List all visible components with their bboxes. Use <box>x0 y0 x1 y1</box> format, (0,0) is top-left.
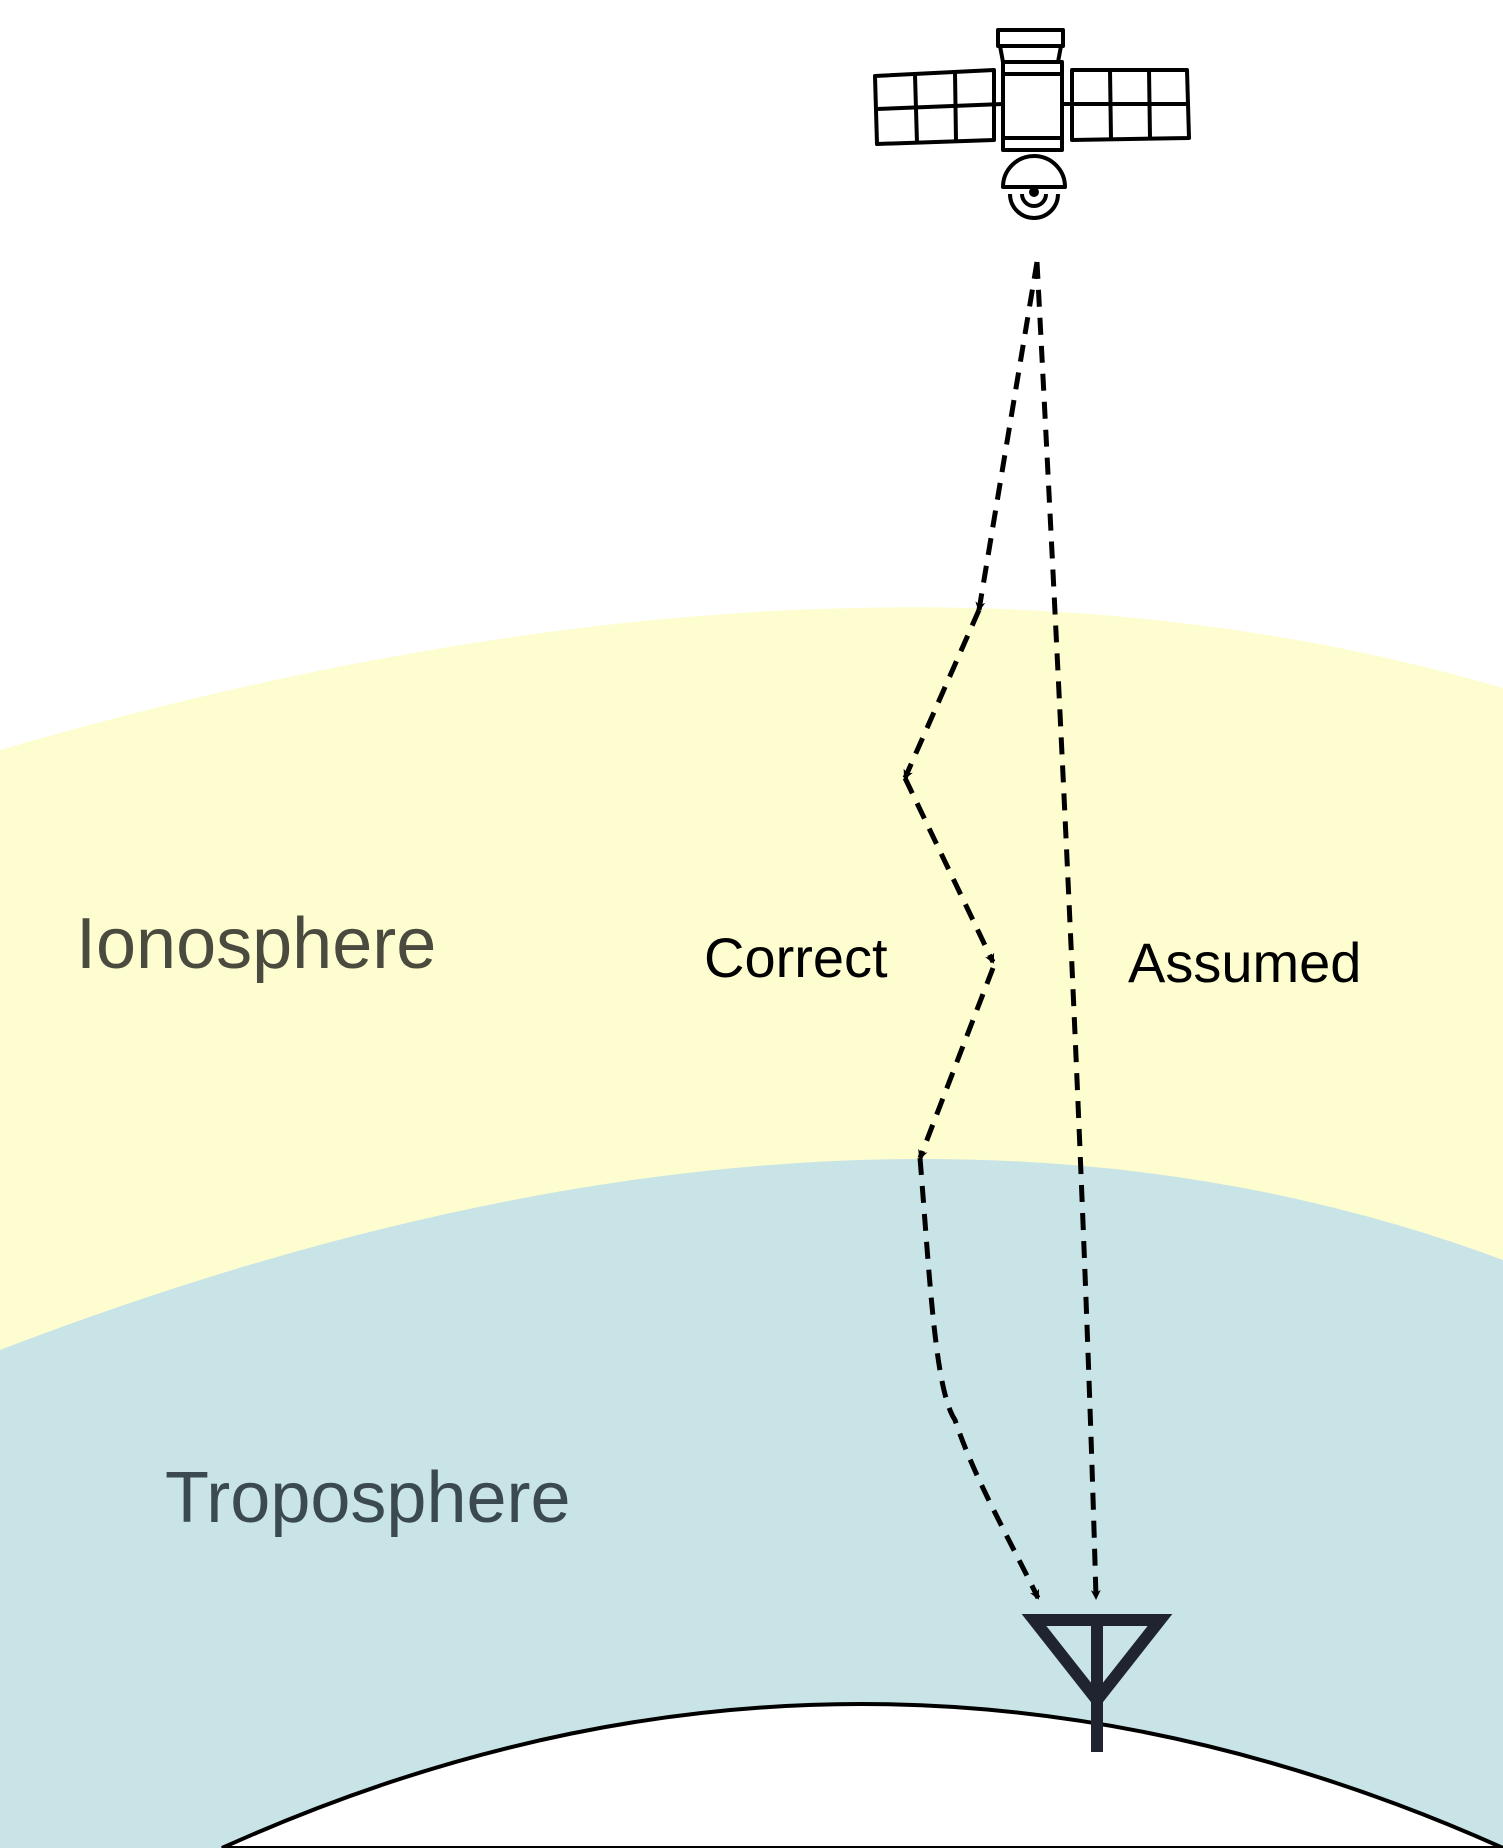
correct-path-segment-2 <box>902 608 982 780</box>
troposphere-layer <box>0 1158 1503 1848</box>
correct-path-segment-1 <box>975 261 1040 612</box>
assumed-label: Assumed <box>1128 931 1361 994</box>
correct-label: Correct <box>704 926 888 989</box>
correct-path-segment-4 <box>917 967 996 1160</box>
correct-path-segment-5 <box>917 1157 1041 1600</box>
correct-path <box>902 261 1041 1600</box>
ionosphere-label: Ionosphere <box>76 904 436 984</box>
satellite-icon <box>873 28 1191 220</box>
assumed-path <box>1034 261 1101 1600</box>
correct-path-segment-3 <box>902 776 996 964</box>
earth-surface <box>221 1702 1503 1848</box>
antenna-icon <box>1021 1614 1173 1752</box>
troposphere-label: Troposphere <box>165 1458 571 1538</box>
